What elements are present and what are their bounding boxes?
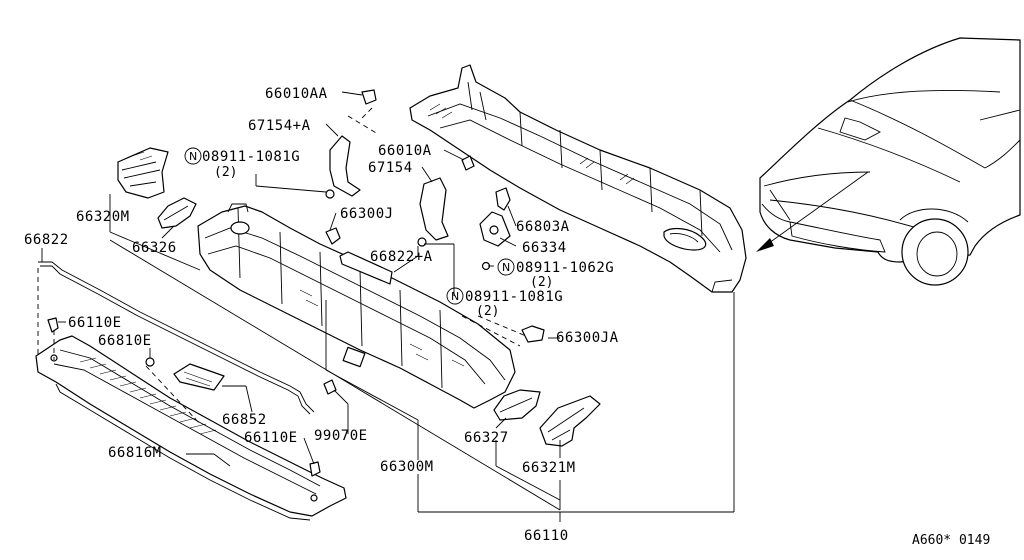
bracket-67154 xyxy=(417,177,449,247)
n-circle-1 xyxy=(184,147,202,165)
label-99070E: 99070E xyxy=(314,428,368,444)
label-66822: 66822 xyxy=(24,232,69,248)
label-08911-1081G-mid: 08911-1081G xyxy=(465,289,563,305)
label-66110E-bottom: 66110E xyxy=(244,430,298,446)
clip-66010AA xyxy=(361,89,377,105)
label-66822A: 66822+A xyxy=(370,249,433,265)
label-66803A: 66803A xyxy=(516,219,570,235)
label-08911-1081G-mid-qty: (2) xyxy=(476,304,499,319)
n-circle-2 xyxy=(497,258,515,276)
label-66110E-top: 66110E xyxy=(68,315,122,331)
clip-66110E-bottom xyxy=(309,461,321,477)
label-67154A: 67154+A xyxy=(248,118,311,134)
clip-66110E-top xyxy=(47,317,59,333)
label-66010A: 66010A xyxy=(378,143,432,159)
bracket-66334 xyxy=(479,211,511,271)
label-08911-1062G-qty: (2) xyxy=(530,275,553,290)
vehicle-illustration xyxy=(756,37,1021,286)
seal-strip xyxy=(38,261,315,415)
part-labels: 66010AA 67154+A N 08911-1081G (2) 66010A… xyxy=(24,86,990,548)
label-66816M: 66816M xyxy=(108,445,162,461)
label-66810E: 66810E xyxy=(98,333,152,349)
n-circle-3 xyxy=(446,287,464,305)
bracket-66326 xyxy=(157,197,197,229)
n-mark-2: N xyxy=(502,261,510,274)
label-08911-1062G: 08911-1062G xyxy=(516,260,614,276)
label-08911-1081G-top: 08911-1081G xyxy=(202,149,300,165)
part-66852 xyxy=(173,363,225,391)
bracket-66327 xyxy=(493,389,541,421)
label-67154: 67154 xyxy=(368,160,413,176)
label-66326: 66326 xyxy=(132,240,177,256)
cowl-top-panel xyxy=(409,64,747,293)
label-66327: 66327 xyxy=(464,430,509,446)
center-cowl-panel xyxy=(197,203,516,409)
part-66810E xyxy=(145,357,155,367)
label-66110: 66110 xyxy=(524,528,569,544)
label-66300M: 66300M xyxy=(380,459,434,475)
label-66300J: 66300J xyxy=(340,206,394,222)
label-66010AA: 66010AA xyxy=(265,86,328,102)
label-66321M: 66321M xyxy=(522,460,576,476)
label-08911-1081G-top-qty: (2) xyxy=(214,165,237,180)
label-66300JA: 66300JA xyxy=(556,330,619,346)
bracket-66320M xyxy=(117,147,169,199)
strip-66822A xyxy=(339,251,393,285)
leader-lines xyxy=(37,91,735,522)
clip-66300J xyxy=(325,227,341,245)
label-66852: 66852 xyxy=(222,412,267,428)
bracket-66321M xyxy=(539,395,601,447)
n-mark-3: N xyxy=(451,290,459,303)
part-66803A xyxy=(495,187,511,211)
bracket-67154A xyxy=(325,135,361,199)
part-66300JA xyxy=(521,325,545,343)
label-66334: 66334 xyxy=(522,240,567,256)
label-66320M: 66320M xyxy=(76,209,130,225)
clip-66010A xyxy=(461,155,475,171)
part-99070E xyxy=(323,379,337,395)
reference-code: A660* 0149 xyxy=(912,533,990,548)
lower-cowl-grille xyxy=(35,335,347,521)
n-mark-1: N xyxy=(189,150,197,163)
